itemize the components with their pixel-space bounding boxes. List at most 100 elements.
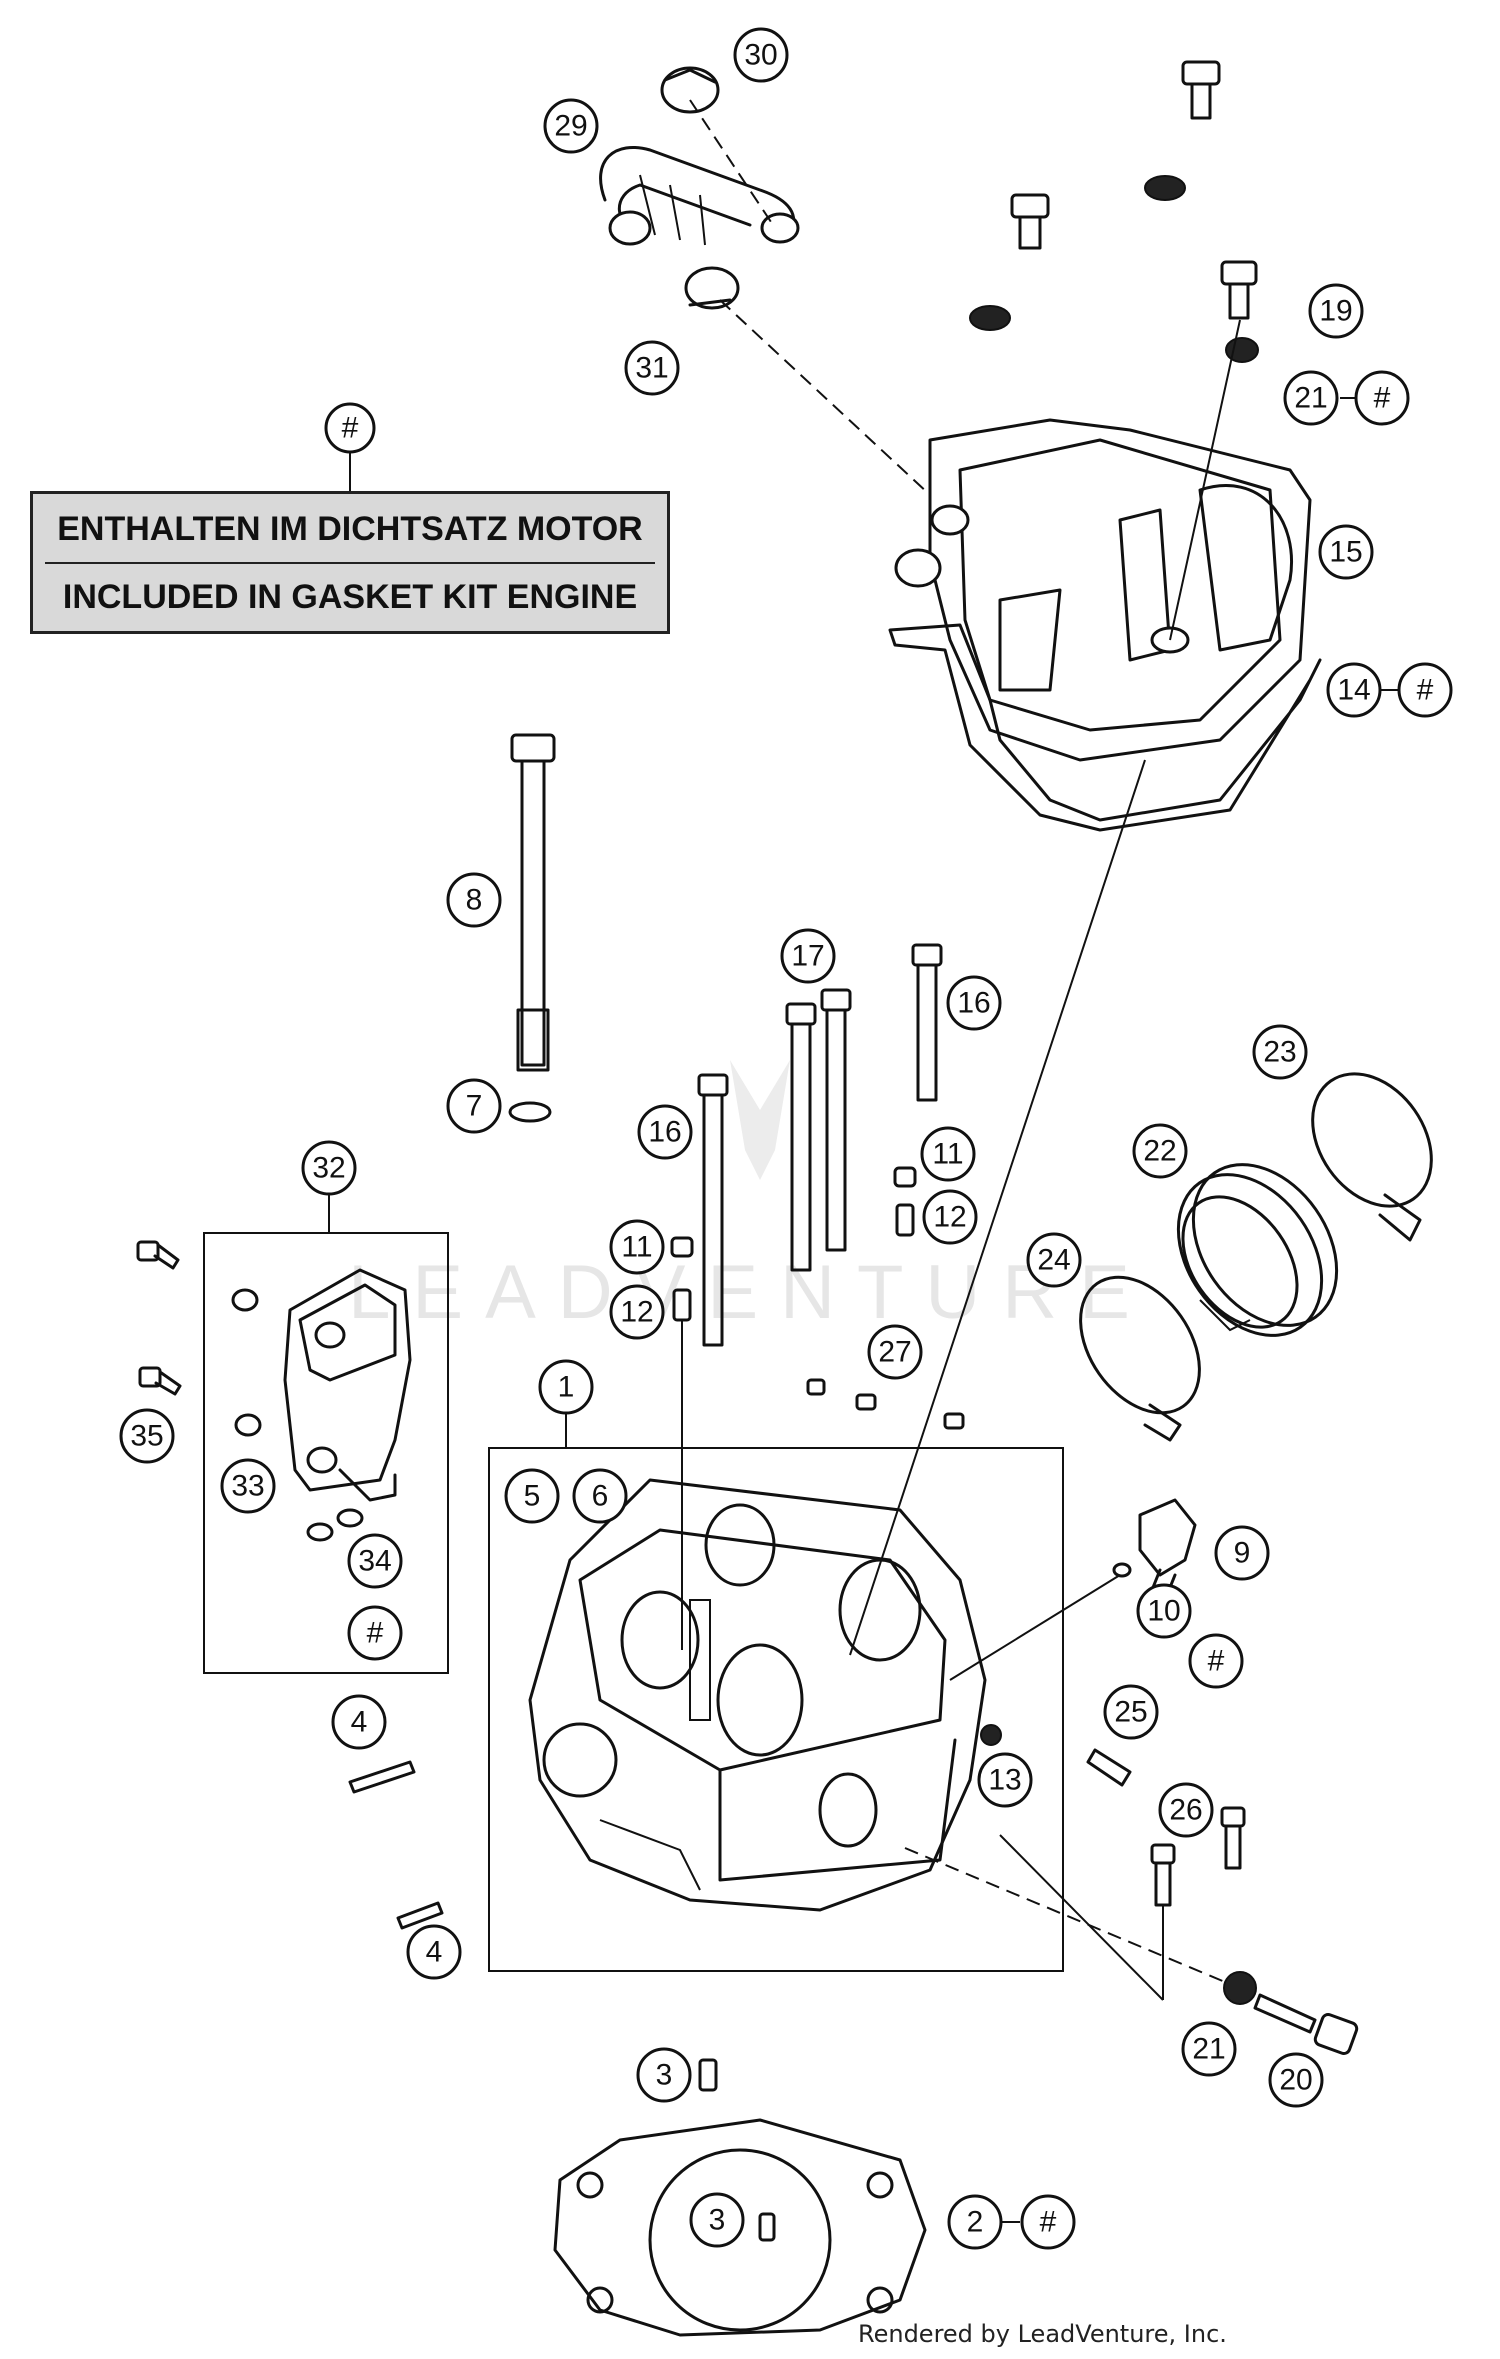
callout-19: 19 (1308, 283, 1364, 339)
callout-8: 8 (446, 872, 502, 928)
hose-clamp-leader (689, 99, 776, 229)
dowel-3-lower-part[interactable] (758, 2212, 776, 2242)
callout-3-lower: 3 (689, 2192, 745, 2248)
callout-10-hash: # (1188, 1633, 1244, 1689)
head-gasket-part[interactable] (553, 2118, 927, 2337)
callout-10: 10 (1136, 1583, 1192, 1639)
callout-32: 32 (301, 1140, 357, 1196)
svg-text:14: 14 (1337, 674, 1370, 707)
svg-text:#: # (1417, 674, 1434, 707)
callout-23: 23 (1252, 1024, 1308, 1080)
callout-34-hash: # (347, 1605, 403, 1661)
legend-divider (45, 562, 655, 564)
svg-text:21: 21 (1294, 382, 1327, 415)
intake-flange-22-part[interactable] (1149, 1137, 1367, 1362)
sav-oring-34-b-part[interactable] (306, 1522, 334, 1542)
callout-7: 7 (446, 1078, 502, 1134)
callout-25: 25 (1103, 1684, 1159, 1740)
callout-16-left: 16 (637, 1104, 693, 1160)
plug-27-c-part[interactable] (943, 1412, 965, 1430)
dowel-12-left-part[interactable] (672, 1288, 692, 1322)
svg-text:23: 23 (1263, 1036, 1296, 1069)
callout-27: 27 (867, 1324, 923, 1380)
washer-21-lower-part[interactable] (1223, 1971, 1257, 2005)
svg-text:3: 3 (656, 2059, 673, 2092)
svg-text:32: 32 (312, 1152, 345, 1185)
callout-12-right: 12 (922, 1189, 978, 1245)
hose-clamp-31-part[interactable] (684, 266, 740, 310)
banjo-bolt-20-part[interactable] (1253, 1993, 1359, 2056)
svg-text:1: 1 (558, 1371, 575, 1404)
cover-washer-2-part[interactable] (969, 305, 1011, 331)
bushing-11-right-part[interactable] (893, 1166, 917, 1188)
clamp-24-part[interactable] (1056, 1255, 1224, 1435)
callout-5: 5 (504, 1468, 560, 1524)
svg-text:30: 30 (744, 39, 777, 72)
head-bolt-17-b-part[interactable] (820, 988, 852, 1252)
bolt-26-a-part[interactable] (1150, 1843, 1176, 1907)
breather-hose-part[interactable] (599, 145, 800, 246)
valve-cover-gasket-part[interactable] (888, 623, 1322, 832)
callout-13: 13 (977, 1752, 1033, 1808)
callout-29: 29 (543, 98, 599, 154)
head-bolt-17-a-part[interactable] (785, 1002, 817, 1272)
bolt-26-b-part[interactable] (1220, 1806, 1246, 1870)
nipple-25-part[interactable] (1086, 1748, 1132, 1787)
callout-4-top: 4 (331, 1694, 387, 1750)
dowel-12-right-part[interactable] (895, 1203, 915, 1237)
svg-text:7: 7 (466, 1090, 483, 1123)
svg-text:6: 6 (592, 1480, 609, 1513)
bolt-26-leader (999, 1834, 1164, 2001)
legend-german-text: ENTHALTEN IM DICHTSATZ MOTOR (57, 510, 643, 548)
valve-cover-part[interactable] (894, 418, 1312, 762)
plug-27-b-part[interactable] (855, 1393, 877, 1411)
sav-bolt-top-part[interactable] (136, 1240, 180, 1270)
cylinder-head-part[interactable] (528, 1478, 987, 1912)
cover-bolt-top-part[interactable] (1181, 60, 1221, 120)
callout-21-top: 21 (1283, 370, 1339, 426)
callout-14-hash: # (1397, 662, 1453, 718)
dowel-pin-4-bottom-part[interactable] (396, 1901, 444, 1930)
callout-15: 15 (1318, 524, 1374, 580)
svg-text:15: 15 (1329, 536, 1362, 569)
sav-nut-top-part[interactable] (231, 1288, 259, 1312)
callout-14: 14 (1326, 662, 1382, 718)
callout-17: 17 (780, 928, 836, 984)
callout-21-bottom: 21 (1181, 2021, 1237, 2077)
svg-text:26: 26 (1169, 1794, 1202, 1827)
secondary-air-valve-part[interactable] (283, 1268, 412, 1502)
head-bolt-16-right-part[interactable] (911, 943, 943, 1102)
dowel-3-upper-part[interactable] (698, 2058, 718, 2092)
sav-oring-34-a-part[interactable] (336, 1508, 364, 1528)
sav-nut-33-part[interactable] (234, 1413, 262, 1437)
head-bolt-16-left-part[interactable] (697, 1073, 729, 1347)
cover-bolt-19-part[interactable] (1220, 260, 1258, 320)
cover-bolt-mid-part[interactable] (1010, 193, 1050, 250)
svg-text:#: # (1040, 2206, 1057, 2239)
clamp-23-part[interactable] (1288, 1051, 1456, 1229)
plug-13-part[interactable] (980, 1724, 1002, 1746)
svg-text:#: # (367, 1617, 384, 1650)
dowel-pin-4-top-part[interactable] (348, 1760, 416, 1794)
sav-bolt-35-part[interactable] (138, 1366, 182, 1396)
svg-text:35: 35 (130, 1420, 163, 1453)
head-bolt-washer-7-part[interactable] (508, 1101, 552, 1123)
watermark-text: LEADVENTURE (348, 1250, 1152, 1335)
plug-27-a-part[interactable] (806, 1378, 826, 1396)
bushing-11-left-part[interactable] (670, 1236, 694, 1258)
svg-text:3: 3 (709, 2204, 726, 2237)
svg-text:12: 12 (933, 1201, 966, 1234)
svg-text:17: 17 (791, 940, 824, 973)
callout-1: 1 (538, 1359, 594, 1415)
svg-text:#: # (342, 412, 359, 445)
hose-clamp-30-part[interactable] (660, 66, 720, 114)
callout-34: 34 (347, 1533, 403, 1589)
cover-washer-1-part[interactable] (1144, 175, 1186, 201)
svg-text:#: # (1208, 1645, 1225, 1678)
oring-10-part[interactable] (1112, 1562, 1132, 1578)
callout-20: 20 (1268, 2052, 1324, 2108)
head-bolt-8-part[interactable] (510, 733, 556, 1072)
hose-to-cover-line (719, 299, 931, 496)
